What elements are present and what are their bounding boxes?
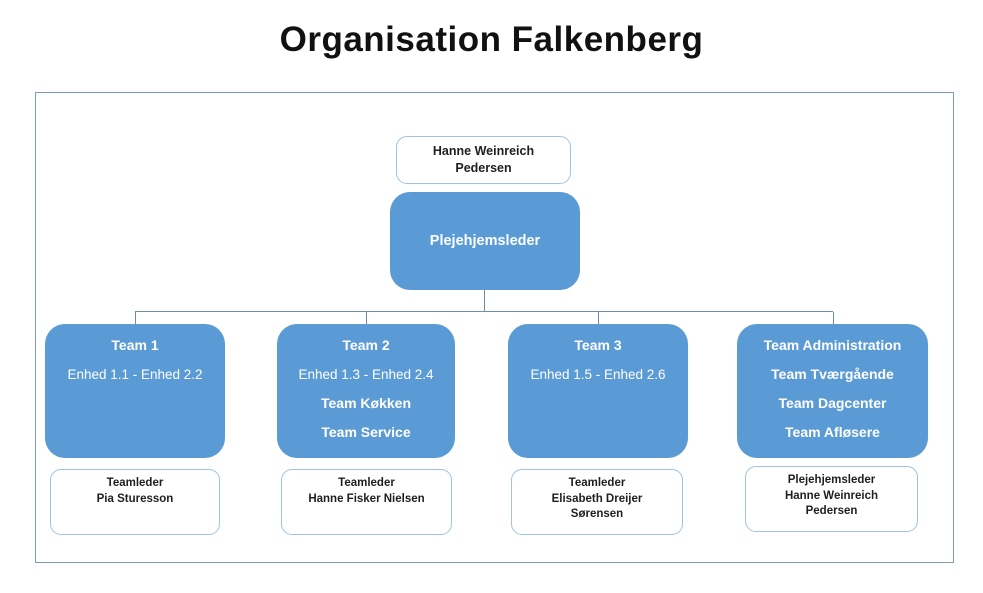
leader-1-line-1: Teamleder [106, 477, 164, 489]
leader-2-line-1: Teamleder [338, 477, 395, 489]
leader-box-team-1: Teamleder Pia Sturesson [50, 469, 220, 535]
leader-box-team-3: Teamleder Elisabeth Dreijer Sørensen [511, 469, 683, 535]
connector-drop-team-2 [366, 312, 367, 324]
team-administration-subteam-1: Team Tværgående [771, 366, 894, 382]
root-person-name-line-1: Hanne Weinreich [432, 144, 535, 158]
team-3-units: Enhed 1.5 - Enhed 2.6 [530, 367, 666, 382]
connector-root-stub [484, 290, 485, 311]
team-administration-name: Team Administration [763, 337, 902, 353]
root-role-box: Plejehjemsleder [390, 192, 580, 290]
team-2-subteam-1: Team Køkken [321, 395, 411, 411]
leader-4-line-1: Plejehjemsleder [787, 474, 876, 486]
leader-3-line-3: Sørensen [570, 508, 624, 520]
team-administration-subteam-2: Team Dagcenter [778, 395, 887, 411]
connector-drop-team-3 [598, 312, 599, 324]
leader-box-team-administration: Plejehjemsleder Hanne Weinreich Pedersen [745, 466, 918, 532]
chart-frame [35, 92, 954, 563]
team-box-1: Team 1 Enhed 1.1 - Enhed 2.2 [45, 324, 225, 458]
root-person-name-line-2: Pedersen [455, 161, 512, 175]
team-box-3: Team 3 Enhed 1.5 - Enhed 2.6 [508, 324, 688, 458]
leader-3-line-2: Elisabeth Dreijer [551, 492, 643, 505]
leader-1-line-2: Pia Sturesson [96, 492, 174, 505]
team-box-2: Team 2 Enhed 1.3 - Enhed 2.4 Team Køkken… [277, 324, 455, 458]
team-3-name: Team 3 [574, 337, 622, 353]
team-1-name: Team 1 [111, 337, 159, 353]
team-2-subteam-2: Team Service [321, 424, 411, 440]
leader-4-line-3: Pedersen [805, 505, 858, 517]
leader-box-team-2: Teamleder Hanne Fisker Nielsen [281, 469, 452, 535]
leader-3-line-1: Teamleder [568, 477, 626, 489]
page-title: Organisation Falkenberg [279, 20, 704, 59]
team-2-units: Enhed 1.3 - Enhed 2.4 [298, 367, 434, 382]
root-person-box: Hanne Weinreich Pedersen [396, 136, 571, 184]
team-2-name: Team 2 [342, 337, 390, 353]
team-administration-subteam-3: Team Afløsere [785, 424, 880, 440]
connector-drop-team-administration [833, 312, 834, 324]
connector-horizontal [135, 311, 833, 312]
leader-4-line-2: Hanne Weinreich [784, 489, 879, 502]
connector-drop-team-1 [135, 312, 136, 324]
team-box-administration: Team Administration Team Tværgående Team… [737, 324, 928, 458]
leader-2-line-2: Hanne Fisker Nielsen [308, 492, 425, 505]
team-1-units: Enhed 1.1 - Enhed 2.2 [67, 367, 203, 382]
root-role-label: Plejehjemsleder [429, 233, 541, 249]
